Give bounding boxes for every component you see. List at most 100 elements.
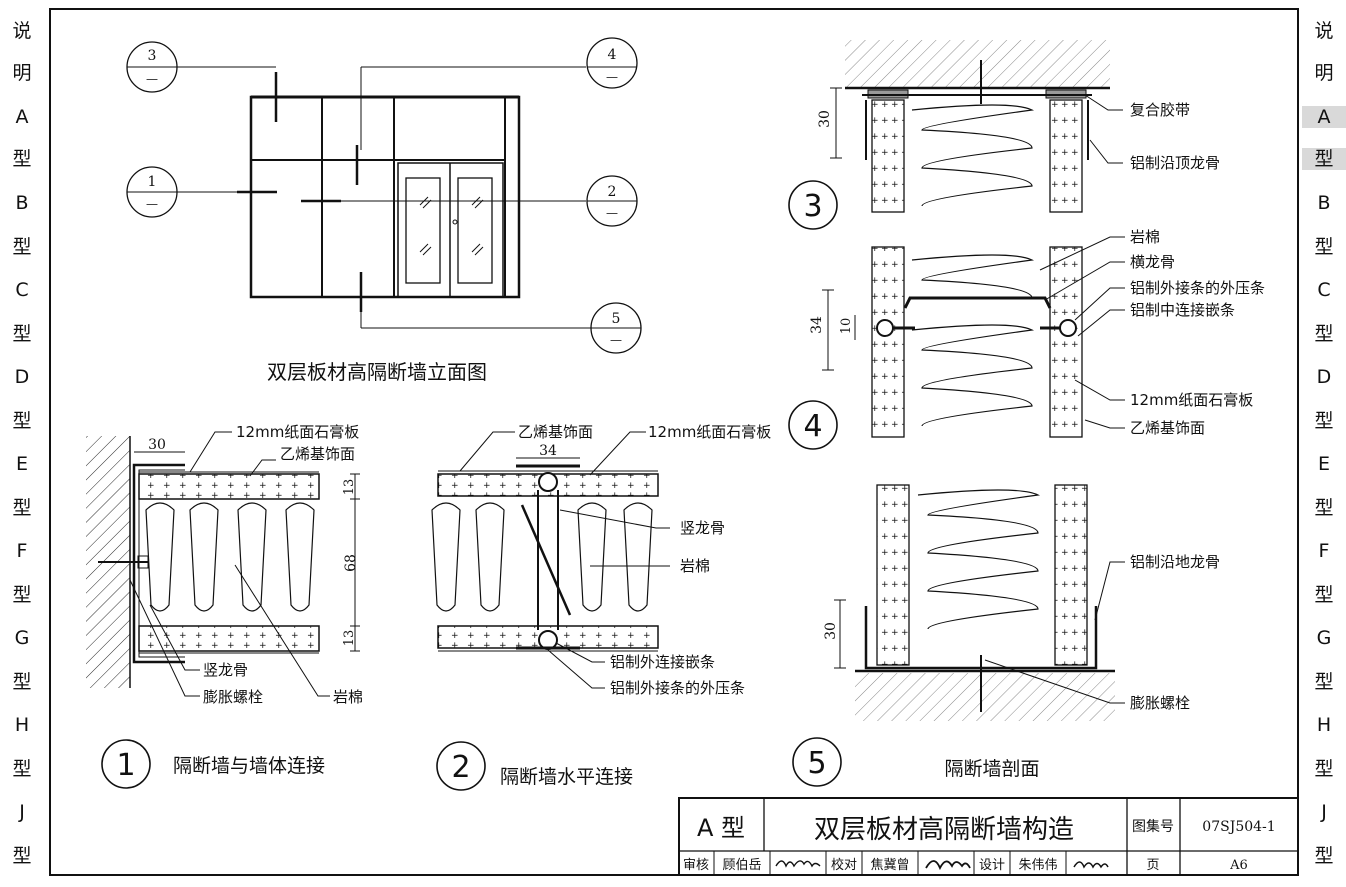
d5-label-bolt: 膨胀螺栓: [1130, 694, 1190, 712]
tb-review-label: 审核: [683, 858, 709, 873]
d4-dim-h1: 34: [809, 316, 825, 334]
left-tab-6[interactable]: C: [15, 279, 29, 301]
title-block-text: A 型 双层板材高隔断墙构造 图集号 07SJ504-1 审核 顾伯岳 校对 焦…: [683, 814, 1276, 873]
detail-1-drawing: [86, 431, 360, 697]
check-signature: [925, 860, 971, 871]
right-tab-14[interactable]: G: [1316, 627, 1332, 649]
d4-number: 4: [803, 409, 822, 444]
d2-number: 2: [451, 750, 470, 785]
left-tab-8[interactable]: D: [14, 366, 30, 388]
right-tab-13[interactable]: 型: [1314, 584, 1334, 606]
d4-label-wool: 岩棉: [1130, 228, 1160, 246]
tb-atlas-no: 07SJ504-1: [1202, 819, 1275, 835]
left-tab-1[interactable]: 明: [12, 62, 32, 84]
left-tab-0[interactable]: 说: [12, 20, 32, 42]
right-tab-11[interactable]: 型: [1314, 497, 1334, 519]
left-tab-15[interactable]: 型: [12, 671, 32, 693]
marker-2-sub: —: [606, 206, 618, 220]
d1-label-stud: 竖龙骨: [203, 661, 248, 679]
right-tab-19[interactable]: 型: [1314, 845, 1334, 867]
tb-atlas-label: 图集号: [1132, 818, 1174, 835]
d1-dim-w: 30: [148, 437, 166, 453]
left-tab-12[interactable]: F: [16, 540, 28, 562]
left-tab-5[interactable]: 型: [12, 236, 32, 258]
left-tab-13[interactable]: 型: [12, 584, 32, 606]
drawing-sheet: [49, 8, 1299, 876]
d1-caption: 隔断墙与墙体连接: [173, 755, 325, 777]
detail-2-drawing: [431, 431, 670, 689]
d2-caption: 隔断墙水平连接: [500, 766, 633, 788]
right-tab-9[interactable]: 型: [1314, 410, 1334, 432]
elevation-markers: 3 — 4 — 1 — 2 — 5 —: [126, 37, 642, 354]
d4-dim-h2: 10: [839, 318, 854, 335]
d4-label-rail: 横龙骨: [1130, 253, 1175, 271]
d2-label-stud: 竖龙骨: [680, 519, 725, 537]
right-tab-12[interactable]: F: [1318, 540, 1330, 562]
left-tab-2[interactable]: A: [15, 106, 29, 128]
right-tab-15[interactable]: 型: [1314, 671, 1334, 693]
review-signature: [775, 860, 821, 868]
d5-number: 5: [807, 746, 826, 781]
left-tab-9[interactable]: 型: [12, 410, 32, 432]
right-tab-5[interactable]: 型: [1314, 236, 1334, 258]
right-tab-8[interactable]: D: [1316, 366, 1332, 388]
marker-1-sub: —: [146, 197, 158, 211]
left-tab-10[interactable]: E: [15, 453, 28, 475]
left-tab-16[interactable]: H: [14, 714, 30, 736]
right-tab-18[interactable]: J: [1321, 801, 1327, 823]
left-tab-17[interactable]: 型: [12, 758, 32, 780]
d5-label-floor: 铝制沿地龙骨: [1130, 553, 1220, 571]
right-tab-1[interactable]: 明: [1314, 62, 1334, 84]
marker-3-sub: —: [146, 72, 158, 86]
right-tab-3[interactable]: 型: [1302, 148, 1346, 170]
d1-label-finish: 乙烯基饰面: [280, 445, 355, 463]
left-tab-3[interactable]: 型: [12, 148, 32, 170]
marker-1-num: 1: [148, 174, 157, 190]
right-tab-17[interactable]: 型: [1314, 758, 1334, 780]
right-tab-6[interactable]: C: [1317, 279, 1331, 301]
d1-label-bolt: 膨胀螺栓: [203, 688, 263, 706]
d4-label-mid: 铝制中连接嵌条: [1130, 301, 1235, 319]
d1-dim-t1: 13: [342, 479, 357, 496]
tb-type: A 型: [697, 814, 745, 842]
section-labels: 复合胶带 铝制沿顶龙骨 30 3 岩棉 横龙骨 铝制外接条的外压条 铝制中连接嵌…: [788, 101, 1265, 787]
d1-dim-t2: 13: [342, 630, 357, 647]
elevation-caption: 双层板材高隔断墙立面图: [267, 360, 487, 384]
d3-number: 3: [803, 189, 822, 224]
d3-label-top: 铝制沿顶龙骨: [1130, 154, 1220, 172]
tb-title: 双层板材高隔断墙构造: [814, 815, 1074, 845]
detail-2-labels: 乙烯基饰面 12mm纸面石膏板 34 竖龙骨 岩棉 铝制外连接嵌条 铝制外接条的…: [436, 423, 771, 791]
tb-review-name: 顾伯岳: [722, 858, 761, 873]
right-tab-7[interactable]: 型: [1314, 323, 1334, 345]
marker-4-sub: —: [606, 70, 618, 84]
design-signature: [1073, 861, 1109, 869]
detail-1-labels: 30 13 68 13 12mm纸面石膏板 乙烯基饰面 竖龙骨 膨胀螺栓 岩棉 …: [101, 423, 363, 789]
left-tab-11[interactable]: 型: [12, 497, 32, 519]
marker-5-num: 5: [612, 311, 621, 327]
d2-label-finish: 乙烯基饰面: [518, 423, 593, 441]
left-tab-19[interactable]: 型: [12, 845, 32, 867]
tb-page-label: 页: [1146, 858, 1159, 873]
d2-label-wool: 岩棉: [680, 557, 710, 575]
d2-dim-w: 34: [539, 443, 557, 459]
right-tab-10[interactable]: E: [1317, 453, 1330, 475]
right-tab-4[interactable]: B: [1317, 192, 1331, 214]
left-tab-7[interactable]: 型: [12, 323, 32, 345]
d2-label-cover: 铝制外接条的外压条: [610, 679, 745, 697]
right-tab-0[interactable]: 说: [1314, 20, 1334, 42]
d1-label-wool: 岩棉: [333, 688, 363, 706]
left-tab-18[interactable]: J: [19, 801, 25, 823]
tb-design-name: 朱伟伟: [1018, 858, 1057, 873]
marker-3-num: 3: [148, 48, 157, 64]
d4-label-board: 12mm纸面石膏板: [1130, 391, 1253, 409]
tb-page-no: A6: [1229, 858, 1248, 873]
d4-label-finish: 乙烯基饰面: [1130, 419, 1205, 437]
marker-4-num: 4: [608, 47, 617, 63]
left-tab-14[interactable]: G: [14, 627, 30, 649]
left-tab-4[interactable]: B: [15, 192, 29, 214]
right-tab-2[interactable]: A: [1302, 106, 1346, 128]
right-tab-16[interactable]: H: [1316, 714, 1332, 736]
tb-check-name: 焦冀曾: [870, 857, 909, 873]
